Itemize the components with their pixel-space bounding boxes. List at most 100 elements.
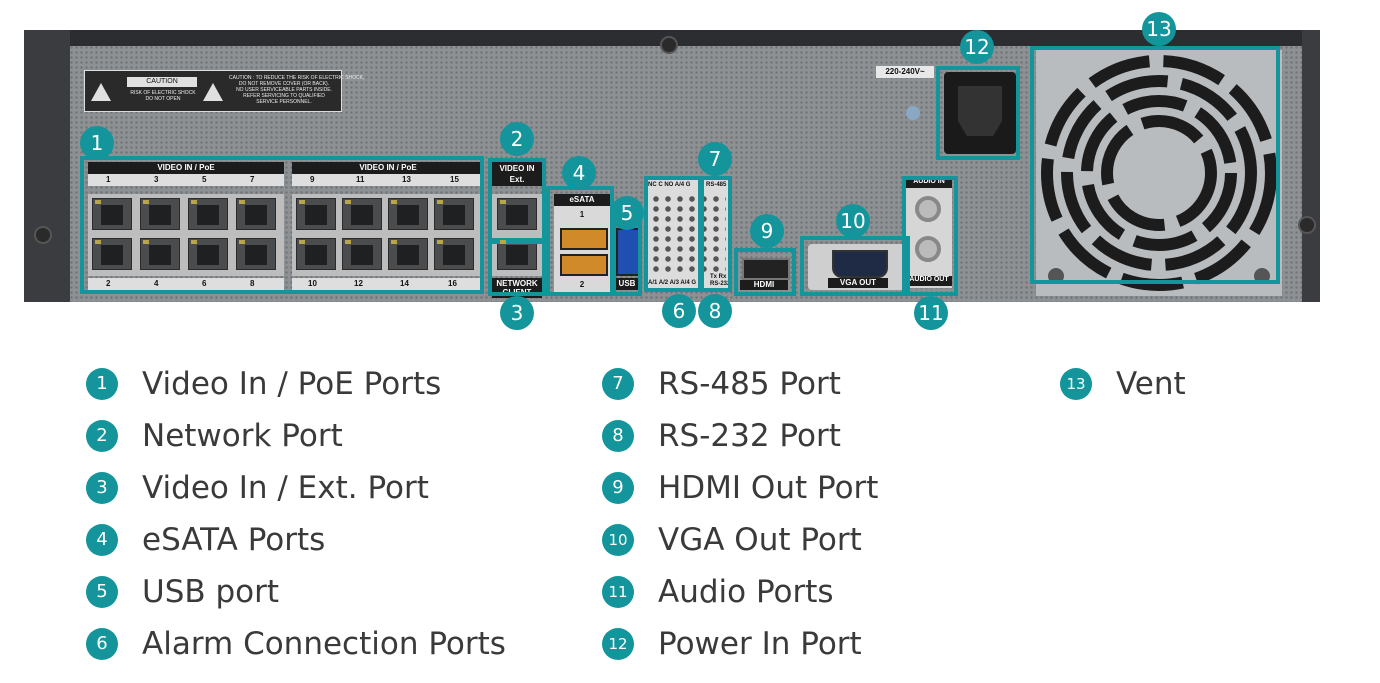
usb-label: USB (618, 279, 636, 288)
port-number: 6 (202, 279, 207, 288)
power-inlet[interactable] (944, 72, 1016, 154)
callout-10: 10 (836, 204, 870, 238)
hdmi-port[interactable] (742, 258, 790, 280)
audio-out-jack[interactable] (915, 236, 941, 262)
port-number: 16 (448, 279, 457, 288)
esata-header: eSATA (554, 194, 610, 206)
power-socket (958, 86, 1002, 136)
video-in-ext-header: VIDEO IN Ext. (492, 162, 542, 186)
legend-text: Alarm Connection Ports (142, 626, 506, 662)
rj45-port[interactable] (296, 238, 336, 270)
ext-network-jacks (492, 194, 542, 276)
nvr-rear-panel: CAUTION RISK OF ELECTRIC SHOCK DO NOT OP… (24, 30, 1320, 302)
rj45-port[interactable] (434, 198, 474, 230)
legend-text: Audio Ports (658, 574, 834, 610)
poe-top-numbers-right: 9 11 13 15 (292, 174, 484, 186)
legend-item: 2 Network Port (86, 410, 506, 462)
highlight-alarm (644, 176, 704, 292)
callout-5: 5 (610, 196, 644, 230)
port-number: 8 (250, 279, 255, 288)
terminal-screws[interactable] (650, 194, 726, 274)
legend-text: Network Port (142, 418, 343, 454)
legend-text: VGA Out Port (658, 522, 862, 558)
port-number: 1 (106, 175, 111, 184)
rj45-port[interactable] (296, 198, 336, 230)
callout-4: 4 (562, 156, 596, 190)
legend-text: Video In / Ext. Port (142, 470, 429, 506)
rj45-port[interactable] (188, 238, 228, 270)
port-number: 2 (106, 279, 111, 288)
legend-text: HDMI Out Port (658, 470, 879, 506)
usb-plate: USB (614, 278, 640, 290)
poe-bottom-numbers-left: 2 4 6 8 (88, 278, 284, 290)
rj45-port[interactable] (236, 198, 276, 230)
esata-port-1[interactable] (560, 228, 608, 250)
screw (660, 36, 678, 54)
highlight-rs485 (698, 176, 732, 292)
legend-number: 7 (602, 368, 634, 400)
voltage-plate: 220-240V~ (876, 66, 934, 78)
callout-7: 7 (698, 142, 732, 176)
highlight-esata (546, 186, 614, 296)
esata-2-label: 2 (579, 280, 585, 289)
callout-2: 2 (500, 122, 534, 156)
port-number: 5 (202, 175, 207, 184)
vga-port[interactable] (832, 250, 888, 278)
legend-item: 9 HDMI Out Port (602, 462, 878, 514)
legend-item: 12 Power In Port (602, 618, 878, 670)
alarm-bottom-label: A/1 A/2 A/3 A/4 G (648, 280, 697, 286)
vga-out-label: VGA OUT (839, 278, 877, 287)
legend-number: 9 (602, 472, 634, 504)
rj45-port[interactable] (342, 198, 382, 230)
audio-in-jack[interactable] (915, 196, 941, 222)
rj45-port[interactable] (92, 198, 132, 230)
esata-port-2[interactable] (560, 254, 608, 276)
audio-plate: AUDIO IN AUDIO OUT (906, 178, 952, 288)
rj45-port[interactable] (434, 238, 474, 270)
terminal-block: NC C NO A/4 G RS-485 A/1 A/2 A/3 A/4 G T… (646, 180, 730, 292)
poe-top-numbers-left: 1 3 5 7 (88, 174, 284, 186)
rj45-port[interactable] (497, 198, 537, 230)
callout-9: 9 (750, 214, 784, 248)
rj45-port[interactable] (342, 238, 382, 270)
rj45-port[interactable] (140, 198, 180, 230)
fan-vent (1036, 50, 1282, 296)
audio-out-plate: AUDIO OUT (906, 276, 952, 286)
legend-number: 3 (86, 472, 118, 504)
caution-label: CAUTION RISK OF ELECTRIC SHOCK DO NOT OP… (84, 70, 364, 112)
legend-text: eSATA Ports (142, 522, 326, 558)
legend-number: 4 (86, 524, 118, 556)
legend-number: 10 (602, 524, 634, 556)
poe-header-left: VIDEO IN / PoE (88, 162, 284, 174)
legend-item: 10 VGA Out Port (602, 514, 878, 566)
rj45-port[interactable] (140, 238, 180, 270)
port-number: 12 (354, 279, 363, 288)
warning-triangle-icon (203, 83, 223, 101)
legend-text: Power In Port (658, 626, 862, 662)
legend-number: 5 (86, 576, 118, 608)
legend-number: 2 (86, 420, 118, 452)
rj45-port[interactable] (92, 238, 132, 270)
audio-in-plate: AUDIO IN (906, 178, 952, 188)
rj45-port[interactable] (388, 198, 428, 230)
ext-label: Ext. (509, 175, 525, 184)
rj45-port[interactable] (188, 198, 228, 230)
legend-number: 12 (602, 628, 634, 660)
legend-text: RS-485 Port (658, 366, 841, 402)
legend-text: Vent (1116, 366, 1186, 402)
poe-header-right-label: VIDEO IN / PoE (359, 163, 417, 172)
highlight-power (936, 66, 1020, 160)
voltage-label: 220-240V~ (885, 67, 925, 76)
screw (1298, 216, 1316, 234)
poe-bottom-numbers-right: 10 12 14 16 (292, 278, 484, 290)
highlight-audio (902, 176, 958, 296)
caution-right-text: CAUTION : TO REDUCE THE RISK OF ELECTRIC… (229, 75, 364, 105)
rj45-port[interactable] (236, 238, 276, 270)
port-number: 15 (450, 175, 459, 184)
rj45-port[interactable] (388, 238, 428, 270)
legend-text: RS-232 Port (658, 418, 841, 454)
poe-header-left-label: VIDEO IN / PoE (157, 163, 215, 172)
